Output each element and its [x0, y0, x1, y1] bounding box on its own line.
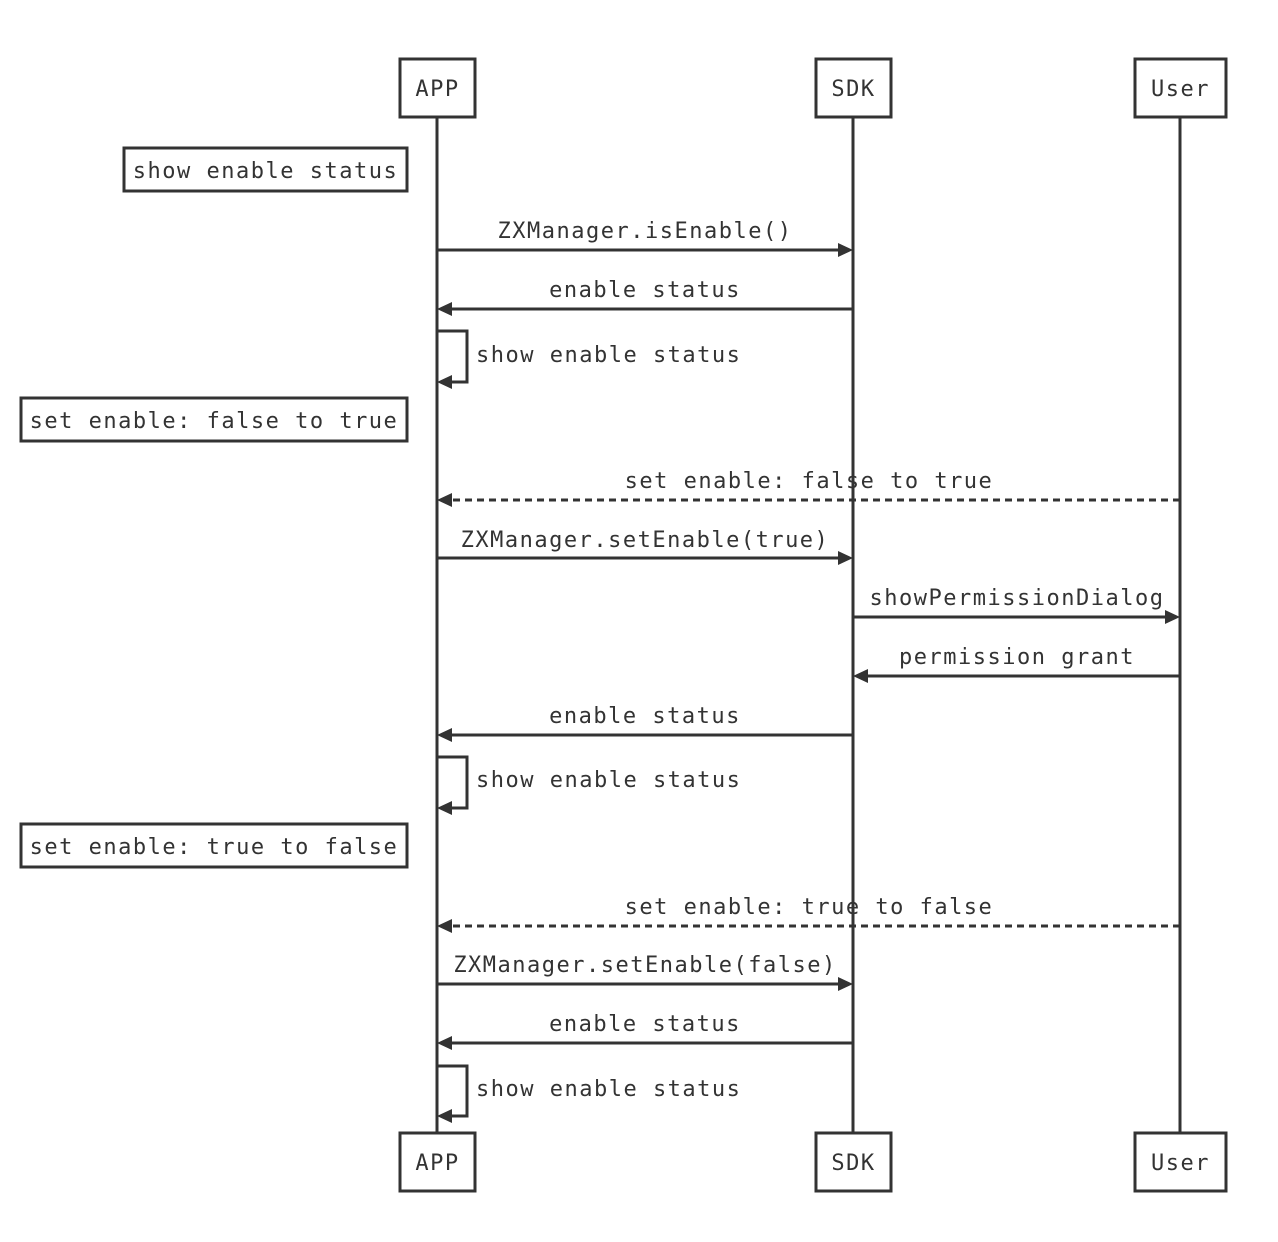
message-label: set enable: true to false: [625, 895, 994, 920]
message-enable-status-reply: enable status: [437, 278, 853, 316]
message-label: enable status: [549, 278, 741, 303]
message-set-enable-false: ZXManager.setEnable(false): [437, 953, 853, 991]
arrow-head-left-icon: [437, 375, 452, 389]
participant-app-label: APP: [415, 1151, 459, 1176]
arrow-head-left-icon: [437, 728, 452, 742]
note-show-enable-status: show enable status: [122, 146, 409, 193]
message-label: show enable status: [476, 343, 741, 368]
participant-user-top: User: [1133, 57, 1228, 119]
participant-app-top: APP: [398, 57, 477, 119]
message-label: show enable status: [476, 768, 741, 793]
arrow-head-right-icon: [838, 551, 853, 565]
participant-sdk-top: SDK: [814, 57, 893, 119]
message-self-show-enable-status: show enable status: [437, 329, 741, 389]
participant-app-label: APP: [415, 77, 459, 102]
arrow-head-left-icon: [437, 1036, 452, 1050]
message-label: ZXManager.setEnable(true): [461, 528, 830, 553]
participant-sdk-label: SDK: [831, 77, 875, 102]
arrow-head-left-icon: [853, 669, 868, 683]
message-set-enable-true: ZXManager.setEnable(true): [437, 528, 853, 565]
arrow-head-left-icon: [437, 919, 452, 933]
message-label: ZXManager.setEnable(false): [453, 953, 836, 978]
message-show-permission-dialog: showPermissionDialog: [853, 586, 1180, 624]
message-label: enable status: [549, 704, 741, 729]
participant-user-bottom: User: [1133, 1131, 1228, 1193]
note-text: set enable: true to false: [30, 835, 399, 860]
participant-sdk-label: SDK: [831, 1151, 875, 1176]
message-label: show enable status: [476, 1077, 741, 1102]
participant-user-label: User: [1151, 1151, 1210, 1176]
note-text: set enable: false to true: [30, 409, 399, 434]
message-label: showPermissionDialog: [870, 586, 1165, 611]
message-label: permission grant: [899, 645, 1135, 670]
message-enable-status-reply: enable status: [437, 1012, 853, 1050]
arrow-head-left-icon: [437, 801, 452, 815]
note-set-enable-true-to-false: set enable: true to false: [19, 822, 409, 869]
participant-user-label: User: [1151, 77, 1210, 102]
note-set-enable-false-to-true: set enable: false to true: [19, 396, 409, 443]
message-user-set-enable-true: set enable: false to true: [437, 469, 1180, 507]
arrow-head-left-icon: [437, 1109, 452, 1123]
message-self-show-enable-status: show enable status: [437, 1064, 741, 1123]
arrow-head-right-icon: [838, 977, 853, 991]
participant-app-bottom: APP: [398, 1131, 477, 1193]
message-enable-status-reply: enable status: [437, 704, 853, 742]
message-is-enable: ZXManager.isEnable(): [437, 219, 853, 257]
message-label: enable status: [549, 1012, 741, 1037]
message-label: set enable: false to true: [625, 469, 994, 494]
arrow-head-left-icon: [437, 302, 452, 316]
participant-sdk-bottom: SDK: [814, 1131, 893, 1193]
arrow-head-right-icon: [838, 243, 853, 257]
message-user-set-enable-false: set enable: true to false: [437, 895, 1180, 933]
message-permission-grant: permission grant: [853, 645, 1180, 683]
message-self-show-enable-status: show enable status: [437, 755, 741, 815]
arrow-head-right-icon: [1165, 610, 1180, 624]
message-label: ZXManager.isEnable(): [498, 219, 793, 244]
note-text: show enable status: [133, 159, 398, 184]
arrow-head-left-icon: [437, 493, 452, 507]
